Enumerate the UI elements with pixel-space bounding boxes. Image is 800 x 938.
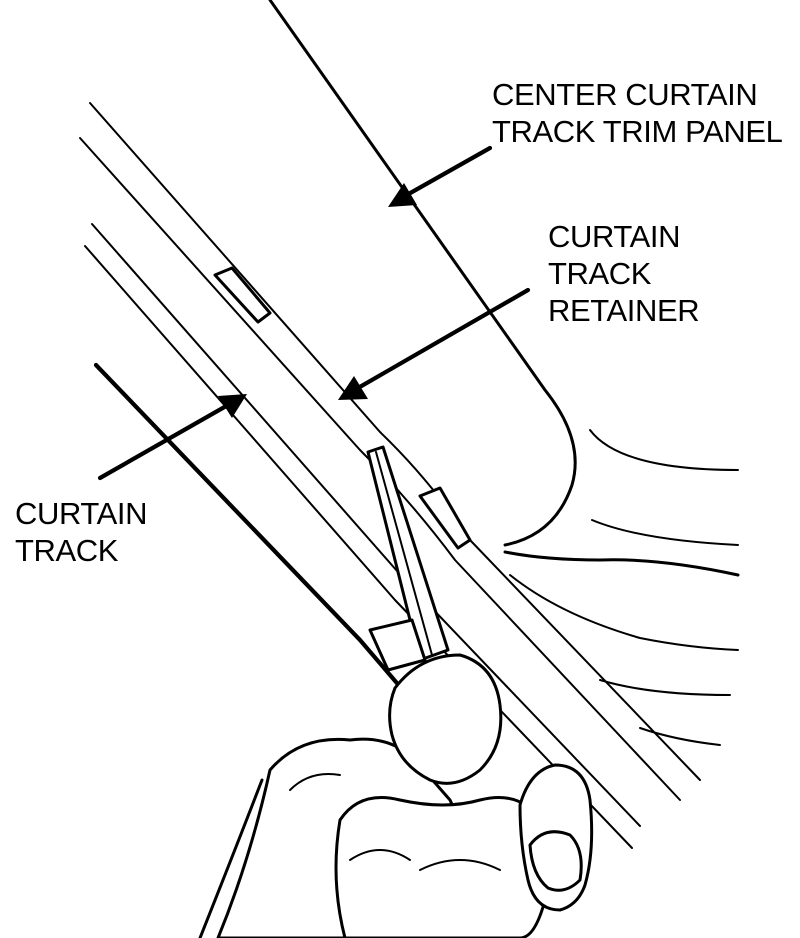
hand-outer-edge — [198, 778, 264, 938]
retainer-rail-lower — [79, 137, 681, 801]
body-contour-3 — [599, 679, 731, 696]
finger-crease-2 — [419, 859, 501, 871]
hand-fingers — [334, 796, 551, 938]
arrow-retainer-head — [338, 376, 368, 400]
trim-panel-fold — [589, 429, 739, 471]
label-line: RETAINER — [548, 293, 700, 328]
label-line: TRACK TRIM PANEL — [492, 114, 783, 149]
arrow-retainer-shaft — [355, 287, 531, 391]
arrow-center-panel-shaft — [402, 145, 493, 199]
center-curtain-track-trim-panel-label: CENTER CURTAIN TRACK TRIM PANEL — [492, 76, 783, 150]
label-line: CENTER CURTAIN — [492, 77, 758, 112]
screwdriver-shaft-highlight — [375, 451, 433, 656]
trim-panel-edge — [268, 0, 577, 547]
label-line: CURTAIN — [15, 496, 148, 531]
arrow-center-panel-head — [388, 183, 417, 207]
trim-panel-lower-curve — [503, 550, 740, 577]
label-line: TRACK — [15, 533, 119, 568]
retainer-clip-upper — [213, 266, 272, 324]
knuckle-line — [289, 773, 341, 791]
retainer-clip-lower — [418, 486, 472, 550]
label-line: TRACK — [548, 256, 652, 291]
finger-crease-1 — [349, 849, 411, 861]
thumbnail — [528, 830, 583, 892]
curtain-track-retainer-label: CURTAIN TRACK RETAINER — [548, 218, 700, 329]
arrow-track-head — [218, 394, 247, 418]
body-contour-1 — [591, 519, 739, 546]
body-contour-2 — [509, 574, 739, 651]
screwdriver-handle — [388, 653, 503, 785]
body-contour-4 — [639, 727, 721, 746]
curtain-track-label: CURTAIN TRACK — [15, 495, 148, 569]
screwdriver-ferrule — [368, 618, 427, 672]
label-line: CURTAIN — [548, 219, 681, 254]
arrow-track-shaft — [97, 402, 231, 481]
screwdriver-shaft — [366, 445, 450, 662]
